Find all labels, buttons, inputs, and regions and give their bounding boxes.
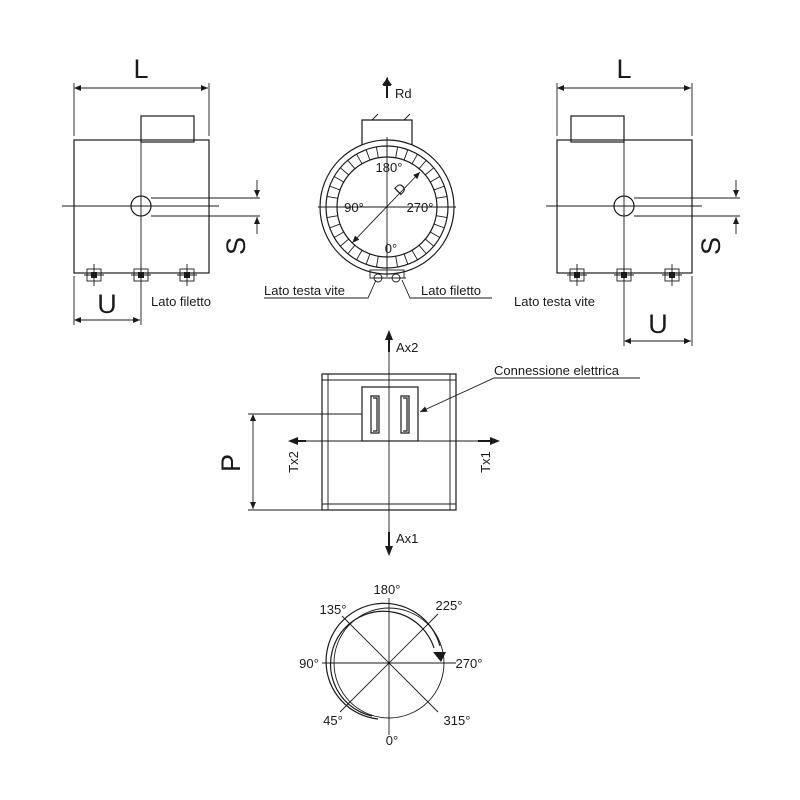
diameter-line: [352, 171, 421, 243]
rot-angle-135: 135°: [320, 602, 347, 617]
rotation-arrow-outer: [325, 602, 441, 720]
circular-view: Rd D 180° 90° 270° 0° Lato testa vite La…: [264, 77, 492, 299]
ring-segment-tick: [411, 250, 418, 261]
rot-angle-180: 180°: [374, 582, 401, 597]
tx2-arrow-head: [288, 437, 298, 445]
rot-angle-45: 45°: [323, 713, 343, 728]
ring-segment-tick: [356, 250, 363, 261]
left-bolt-2: [131, 264, 151, 286]
right-dim-u: U: [648, 309, 668, 339]
top-block: [361, 119, 413, 145]
left-body: [73, 139, 210, 274]
rot-diagonal-1: [341, 615, 439, 713]
ring-segment-tick: [333, 231, 344, 238]
left-side-label: Lato filetto: [151, 294, 211, 309]
right-bolt-2: [614, 264, 634, 286]
p-dim-label: P: [216, 454, 246, 472]
left-dim-s: S: [221, 237, 251, 255]
label-screw-head: Lato testa vite: [264, 283, 345, 298]
ring-segment-tick: [347, 159, 356, 169]
ring-segment-tick: [433, 185, 445, 191]
tx1-arrow-head: [490, 437, 500, 445]
ring-segment-tick: [411, 153, 418, 164]
ax1-arrow-head: [385, 546, 393, 556]
ring-segment-tick: [436, 215, 448, 219]
angle-180: 180°: [376, 160, 403, 175]
right-top-block: [570, 115, 625, 143]
ring-segment-tick: [356, 153, 363, 164]
ring-segment-tick: [425, 167, 435, 176]
ring-segment-tick: [403, 149, 409, 161]
callout-label: Connessione elettrica: [494, 363, 620, 378]
right-bore-circle: [613, 195, 635, 217]
rot-angle-225: 225°: [436, 598, 463, 613]
label-thread: Lato filetto: [421, 283, 481, 298]
ring-segment-tick: [430, 231, 441, 238]
ring-segment-tick: [365, 253, 371, 265]
ring-segment-tick: [403, 253, 409, 265]
rotation-arrow-inner: [329, 610, 435, 717]
ring-segment-tick: [436, 195, 448, 199]
ring-segment-tick: [395, 146, 399, 158]
rotation-arrow-head: [433, 652, 446, 662]
left-dim-l: L: [133, 54, 148, 84]
rd-label: Rd: [395, 86, 412, 101]
ring-segment-tick: [326, 195, 338, 199]
connector-pin-left: [370, 395, 380, 434]
ring-segment-tick: [326, 215, 338, 219]
ring-segment-tick: [418, 245, 427, 255]
ring-segment-tick: [339, 167, 349, 176]
ring-segment-tick: [430, 176, 441, 183]
ring-segment-tick: [347, 245, 356, 255]
left-top-block: [140, 115, 195, 143]
angle-0: 0°: [385, 241, 397, 256]
callout-leader: [419, 377, 640, 413]
left-side-view: S L U Lato filetto: [62, 54, 260, 325]
ring-segment-tick: [375, 256, 379, 268]
ring-segment-tick: [329, 185, 341, 191]
right-bolt-1: [567, 264, 587, 286]
ax2-arrow-head: [385, 330, 393, 340]
ring-segment-tick: [433, 223, 445, 229]
angle-270: 270°: [407, 200, 434, 215]
right-side-view: S L U Lato testa vite: [514, 54, 740, 346]
right-dim-s: S: [696, 237, 726, 255]
ring-segment-tick: [333, 176, 344, 183]
rot-angle-270: 270°: [456, 656, 483, 671]
ring-segment-tick: [329, 223, 341, 229]
leader-right: [401, 279, 492, 299]
tx2-label: Tx2: [286, 451, 301, 473]
right-bolt-3: [662, 264, 682, 286]
clamp-bolt: [369, 269, 406, 283]
front-view: Ax2 Ax1 Tx2 Tx1 P Connessione elettrica: [216, 330, 640, 556]
ring-segment-tick: [395, 256, 399, 268]
ax2-label: Ax2: [396, 340, 418, 355]
tx1-label: Tx1: [478, 451, 493, 473]
right-side-label: Lato testa vite: [514, 294, 595, 309]
ring-segment-tick: [339, 238, 349, 247]
ring-segment-tick: [418, 159, 427, 169]
ring-segment-tick: [375, 146, 379, 158]
leader-left: [264, 279, 377, 299]
angle-90: 90°: [344, 200, 364, 215]
rot-angle-90: 90°: [299, 656, 319, 671]
ring-segment-tick: [365, 149, 371, 161]
ax1-label: Ax1: [396, 531, 418, 546]
diameter-label: D: [391, 180, 409, 198]
rot-angle-0: 0°: [386, 733, 398, 748]
left-dim-u: U: [97, 289, 117, 319]
connector-pin-right: [400, 395, 410, 434]
rot-diagonal-2: [339, 613, 439, 713]
left-bolt-1: [84, 264, 104, 286]
right-dim-l: L: [616, 54, 631, 84]
rotation-diagram: 180° 135° 225° 90° 270° 45° 315° 0°: [299, 582, 482, 748]
rot-angle-315: 315°: [444, 713, 471, 728]
left-bolt-3: [177, 264, 197, 286]
left-bore-circle: [130, 195, 152, 217]
right-body: [556, 139, 693, 274]
ring-segment-tick: [425, 238, 435, 247]
